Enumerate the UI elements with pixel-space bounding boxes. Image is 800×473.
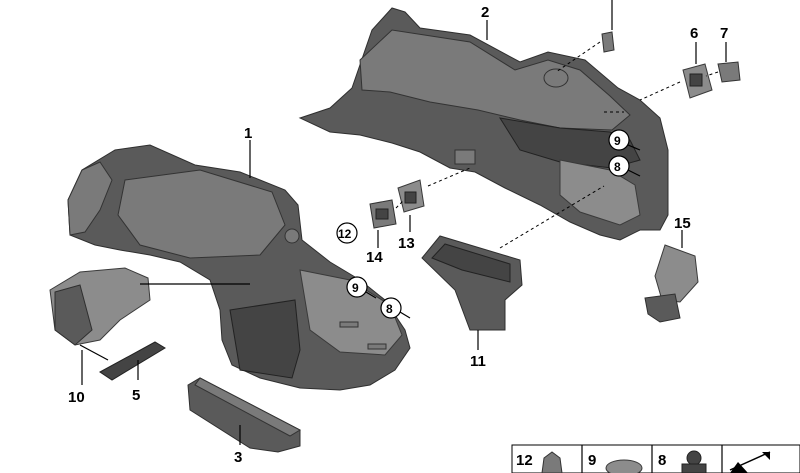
callout-labels: 1 2 3 5 6 7 10 11 13 14 15 <box>68 4 728 466</box>
svg-text:9: 9 <box>352 281 359 295</box>
part-4-clip <box>601 31 615 53</box>
parts-legend: 12 9 8 <box>511 444 800 473</box>
part-7-clip <box>717 61 741 83</box>
part-9-clip-a <box>339 321 359 328</box>
part-2-side-trim-right <box>298 7 669 241</box>
legend-cell-12: 12 <box>516 451 563 473</box>
svg-text:12: 12 <box>338 227 352 241</box>
part-12-grommet <box>369 199 397 229</box>
legend-cell-9: 9 <box>588 452 643 473</box>
callout-10: 10 <box>68 389 85 406</box>
callout-4: 4 <box>606 0 615 2</box>
svg-text:8: 8 <box>386 302 393 316</box>
legend-cell-arrow <box>729 451 771 473</box>
callout-15: 15 <box>674 215 691 232</box>
part-8-clip-a <box>367 343 387 350</box>
callout-1: 1 <box>244 125 252 142</box>
part-11-tray <box>421 235 523 331</box>
svg-text:8: 8 <box>658 452 666 469</box>
callout-12: 12 <box>336 222 358 244</box>
callout-8-left: 8 <box>380 297 402 319</box>
callout-5: 5 <box>132 387 140 404</box>
leader-lines <box>79 0 727 445</box>
svg-text:9: 9 <box>588 452 596 469</box>
callout-9-right: 9 <box>608 129 630 151</box>
svg-text:9: 9 <box>614 134 621 148</box>
callout-6: 6 <box>690 25 698 42</box>
callout-14: 14 <box>366 249 383 266</box>
callout-3: 3 <box>234 449 242 466</box>
callout-13: 13 <box>398 235 415 252</box>
part-3-bracket <box>187 377 302 453</box>
callout-9-left: 9 <box>346 276 368 298</box>
part-6-clip <box>682 63 713 99</box>
svg-text:8: 8 <box>614 160 621 174</box>
callout-2: 2 <box>481 4 489 21</box>
part-15-bracket <box>644 244 699 323</box>
legend-cell-8: 8 <box>658 450 707 473</box>
part-1-side-trim-left <box>67 144 411 391</box>
callout-8-right: 8 <box>608 155 630 177</box>
callout-7: 7 <box>720 25 728 42</box>
part-5-strip <box>99 341 166 381</box>
part-13-grommet <box>397 179 425 213</box>
part-10-cover <box>49 267 151 346</box>
circled-callouts: 12 9 8 9 8 <box>336 129 630 319</box>
svg-text:12: 12 <box>516 452 533 469</box>
callout-11: 11 <box>470 353 486 370</box>
